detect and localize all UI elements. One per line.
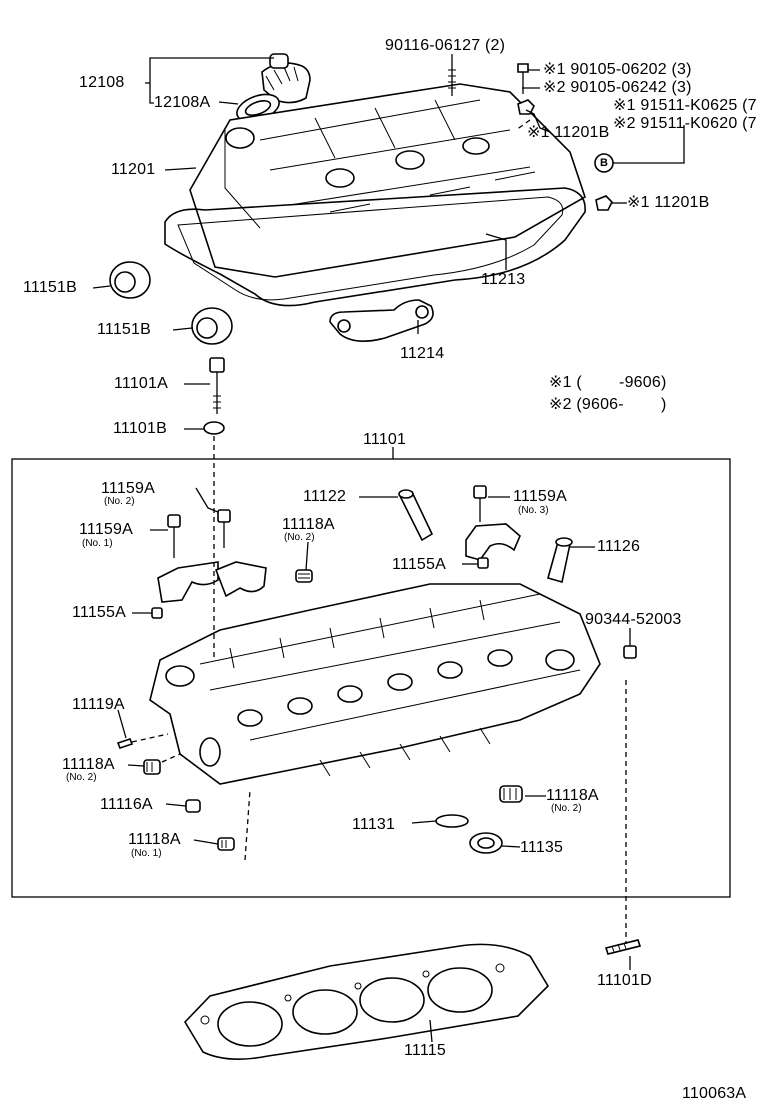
label-11115: 11115 bbox=[404, 1042, 446, 1059]
bearing-cap-bolt-no2 bbox=[217, 509, 231, 548]
label-11101A: 11101A bbox=[114, 375, 168, 392]
label-11151B-2: 11151B bbox=[97, 321, 151, 338]
label-11131: 11131 bbox=[352, 816, 396, 833]
label-11119A: 11119A bbox=[72, 696, 125, 713]
label-11101D: 11101D bbox=[597, 972, 652, 989]
label-90116-06127: 90116-06127 (2) bbox=[385, 37, 506, 54]
cylinder-head-cover bbox=[189, 83, 586, 278]
label-11118A-no2-right: 11118A bbox=[546, 787, 599, 804]
label-11116A: 11116A bbox=[100, 796, 153, 813]
seal-washer-top bbox=[517, 99, 535, 115]
plug-11118A-right bbox=[499, 785, 523, 803]
spark-plug-tube-11122 bbox=[398, 489, 434, 542]
label-11118A-no2-left-sub: (No. 2) bbox=[66, 772, 97, 783]
stud-bolt-top bbox=[448, 64, 456, 96]
spark-plug-tube-gasket bbox=[329, 299, 434, 342]
stud-bolt-11101D bbox=[604, 939, 642, 955]
oil-filler-cap bbox=[261, 53, 311, 104]
alignment-dashes bbox=[131, 119, 627, 944]
label-11101B: 11101B bbox=[113, 420, 167, 437]
label-11159A-no1: 11159A bbox=[79, 521, 133, 538]
label-11201: 11201 bbox=[111, 161, 156, 178]
label-91511-K0625: ※1 91511-K0625 (7 bbox=[613, 97, 757, 114]
label-11159A-no1-sub: (No. 1) bbox=[82, 538, 113, 549]
ring-90344 bbox=[623, 645, 637, 659]
label-11159A-no3: 11159A bbox=[513, 488, 567, 505]
plug-11116A bbox=[185, 799, 201, 813]
head-bolt bbox=[209, 357, 225, 414]
straight-pin-11126 bbox=[547, 537, 573, 584]
cylinder-head bbox=[149, 583, 601, 785]
label-90344-52003: 90344-52003 bbox=[585, 611, 682, 628]
straight-pin-11119A bbox=[116, 738, 134, 749]
label-90105-06202: ※1 90105-06202 (3) bbox=[543, 61, 692, 78]
seal-washer-right bbox=[595, 195, 613, 211]
label-11135: 11135 bbox=[520, 839, 564, 856]
label-90105-06242: ※2 90105-06242 (3) bbox=[543, 79, 692, 96]
label-11118A-no2-top-sub: (No. 2) bbox=[284, 532, 315, 543]
label-11214: 11214 bbox=[400, 345, 445, 362]
ring-11135 bbox=[469, 832, 503, 854]
bearing-cap-bolt-no1 bbox=[167, 514, 181, 558]
camshaft-bearing-cap-right bbox=[465, 523, 521, 561]
label-11159A-no2-sub: (No. 2) bbox=[104, 496, 135, 507]
label-11155A-right: 11155A bbox=[392, 556, 446, 573]
note-1: ※1 ( -9606) bbox=[549, 374, 667, 391]
label-11122: 11122 bbox=[303, 488, 347, 505]
label-12108A: 12108A bbox=[154, 94, 211, 111]
cylinder-head-assembly-frame bbox=[11, 458, 731, 898]
dowel-pin-11155A-right bbox=[477, 557, 489, 569]
diagram-code: 110063A bbox=[682, 1085, 747, 1102]
label-11118A-no1: 11118A bbox=[128, 831, 181, 848]
label-11118A-no2-left: 11118A bbox=[62, 756, 115, 773]
note-2: ※2 (9606- ) bbox=[549, 396, 667, 413]
camshaft-oil-seal-2 bbox=[191, 307, 233, 345]
label-11201B-top: ※1 11201B bbox=[527, 124, 610, 141]
plug-11118A-left bbox=[143, 759, 161, 775]
label-11101: 11101 bbox=[363, 431, 407, 448]
head-cover-gasket bbox=[164, 187, 586, 307]
dowel-pin-11155A-left bbox=[151, 607, 163, 619]
label-11159A-no3-sub: (No. 3) bbox=[518, 505, 549, 516]
bearing-cap-bolt-no3 bbox=[473, 485, 487, 522]
label-11151B-1: 11151B bbox=[23, 279, 77, 296]
camshaft-bearing-cap-left bbox=[157, 561, 267, 603]
label-11118A-no1-sub: (No. 1) bbox=[131, 848, 162, 859]
head-bolt-washer bbox=[203, 421, 225, 435]
label-11126: 11126 bbox=[597, 538, 641, 555]
circle-b-letter: B bbox=[600, 157, 608, 169]
label-91511-K0620: ※2 91511-K0620 (7 bbox=[613, 115, 757, 132]
gasket-11131 bbox=[435, 814, 469, 828]
camshaft-oil-seal-1 bbox=[109, 261, 151, 299]
label-11118A-no2-top: 11118A bbox=[282, 516, 335, 533]
label-11201B-right: ※1 11201B bbox=[627, 194, 710, 211]
leader-lines bbox=[92, 54, 685, 1043]
label-12108: 12108 bbox=[79, 74, 125, 91]
label-11159A-no2: 11159A bbox=[101, 480, 155, 497]
cylinder-head-gasket bbox=[183, 943, 550, 1060]
plug-11118A-no1 bbox=[217, 837, 235, 851]
plug-11118A-top bbox=[295, 569, 313, 583]
label-11213: 11213 bbox=[481, 271, 526, 288]
label-11118A-no2-right-sub: (No. 2) bbox=[551, 803, 582, 814]
label-11155A-left: 11155A bbox=[72, 604, 126, 621]
cover-bolt bbox=[517, 63, 529, 94]
